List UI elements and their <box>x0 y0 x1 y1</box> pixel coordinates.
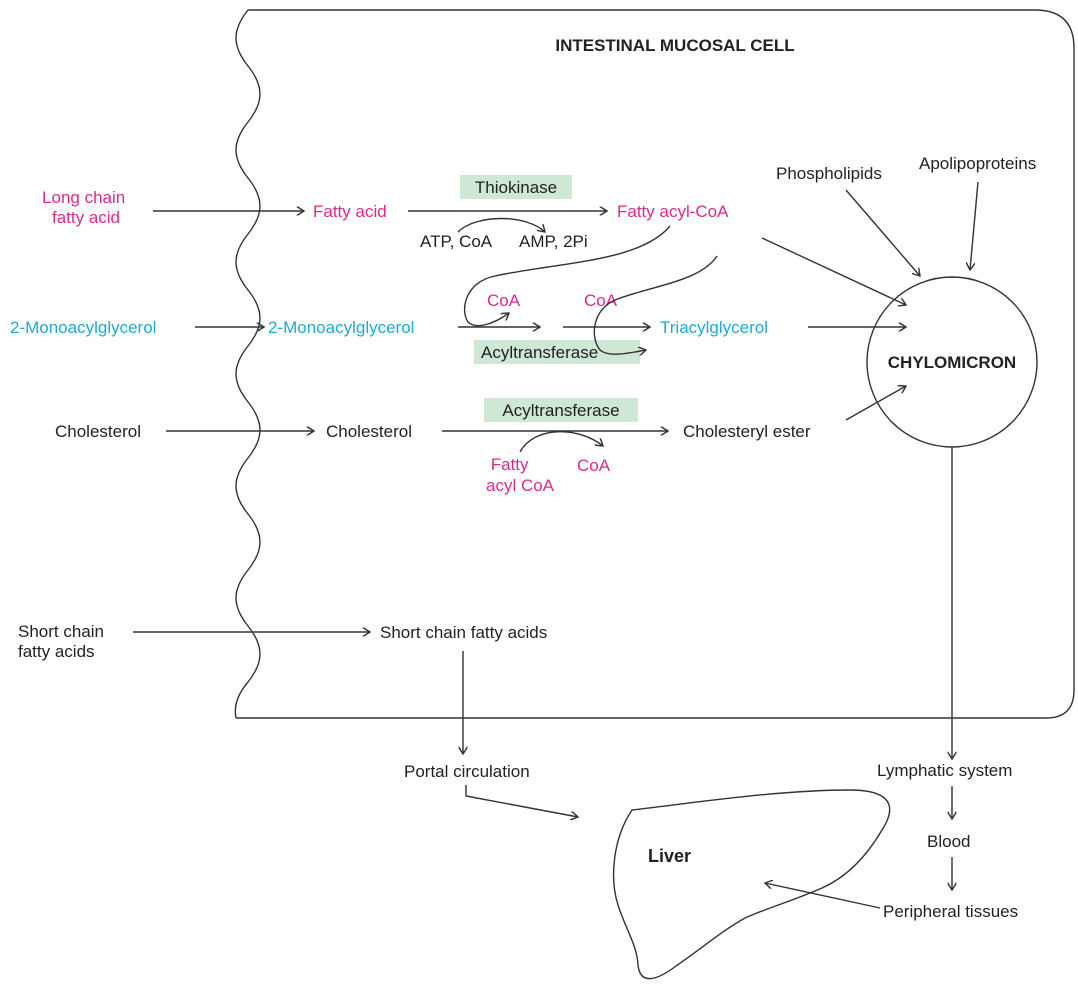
lymphatic-system-label: Lymphatic system <box>877 761 1012 780</box>
short-chain-fa-input-label: Short chain fatty acids <box>18 622 109 661</box>
cell-wavy-border <box>234 9 261 719</box>
acyltransferase-tag-label: Acyltransferase <box>481 343 598 362</box>
arrow-ester-to-chylomicron <box>845 386 906 421</box>
acyl-coa-loop-1 <box>464 225 671 327</box>
short-chain-fa-cell-label: Short chain fatty acids <box>380 623 547 642</box>
arrow-acyl-coa-to-chylomicron <box>761 237 906 305</box>
thiokinase-label: Thiokinase <box>475 178 557 197</box>
atp-coa-label: ATP, CoA <box>420 232 493 251</box>
liver-shape <box>612 789 891 980</box>
chylomicron-label: CHYLOMICRON <box>888 353 1016 372</box>
arrow-portal-to-liver <box>465 785 578 817</box>
coa-released-2: CoA <box>584 291 618 310</box>
acyl-coa-loop-2 <box>593 255 718 354</box>
amp-2pi-label: AMP, 2Pi <box>519 232 588 251</box>
arrow-peripheral-to-liver <box>765 883 881 909</box>
arrow-acyl-coa-to-coa <box>519 430 603 453</box>
peripheral-tissues-label: Peripheral tissues <box>883 902 1018 921</box>
liver-label: Liver <box>648 846 691 866</box>
acyltransferase-ce-label: Acyltransferase <box>502 401 619 420</box>
arrow-phospholipids <box>845 189 920 276</box>
coa-released-1: CoA <box>487 291 521 310</box>
triacylglycerol-label: Triacylglycerol <box>660 318 768 337</box>
phospholipids-label: Phospholipids <box>776 164 882 183</box>
arrow-atp-to-amp <box>457 217 545 233</box>
cell-title: INTESTINAL MUCOSAL CELL <box>555 36 794 55</box>
arrow-apolipoproteins <box>970 181 979 270</box>
apolipoproteins-label: Apolipoproteins <box>919 154 1036 173</box>
acyltransferase-ce-box <box>484 398 638 422</box>
thiokinase-enzyme-box <box>460 175 572 199</box>
cholesterol-input-label: Cholesterol <box>55 422 141 441</box>
cholesterol-cell-label: Cholesterol <box>326 422 412 441</box>
acyltransferase-tag-box <box>474 340 640 364</box>
mag-cell-label: 2-Monoacylglycerol <box>268 318 414 337</box>
fatty-acyl-coa-label: Fatty acyl-CoA <box>617 202 729 221</box>
blood-label: Blood <box>927 832 970 851</box>
coa-released-3: CoA <box>577 456 611 475</box>
cell-membrane <box>236 9 1075 719</box>
fatty-acid-label: Fatty acid <box>313 202 387 221</box>
long-chain-fatty-acid-label: Long chain fatty acid <box>42 188 130 227</box>
cholesteryl-ester-label: Cholesteryl ester <box>683 422 811 441</box>
portal-circulation-label: Portal circulation <box>404 762 530 781</box>
mag-input-label: 2-Monoacylglycerol <box>10 318 156 337</box>
fatty-acyl-coa-cofactor: Fatty acyl CoA <box>486 455 555 495</box>
